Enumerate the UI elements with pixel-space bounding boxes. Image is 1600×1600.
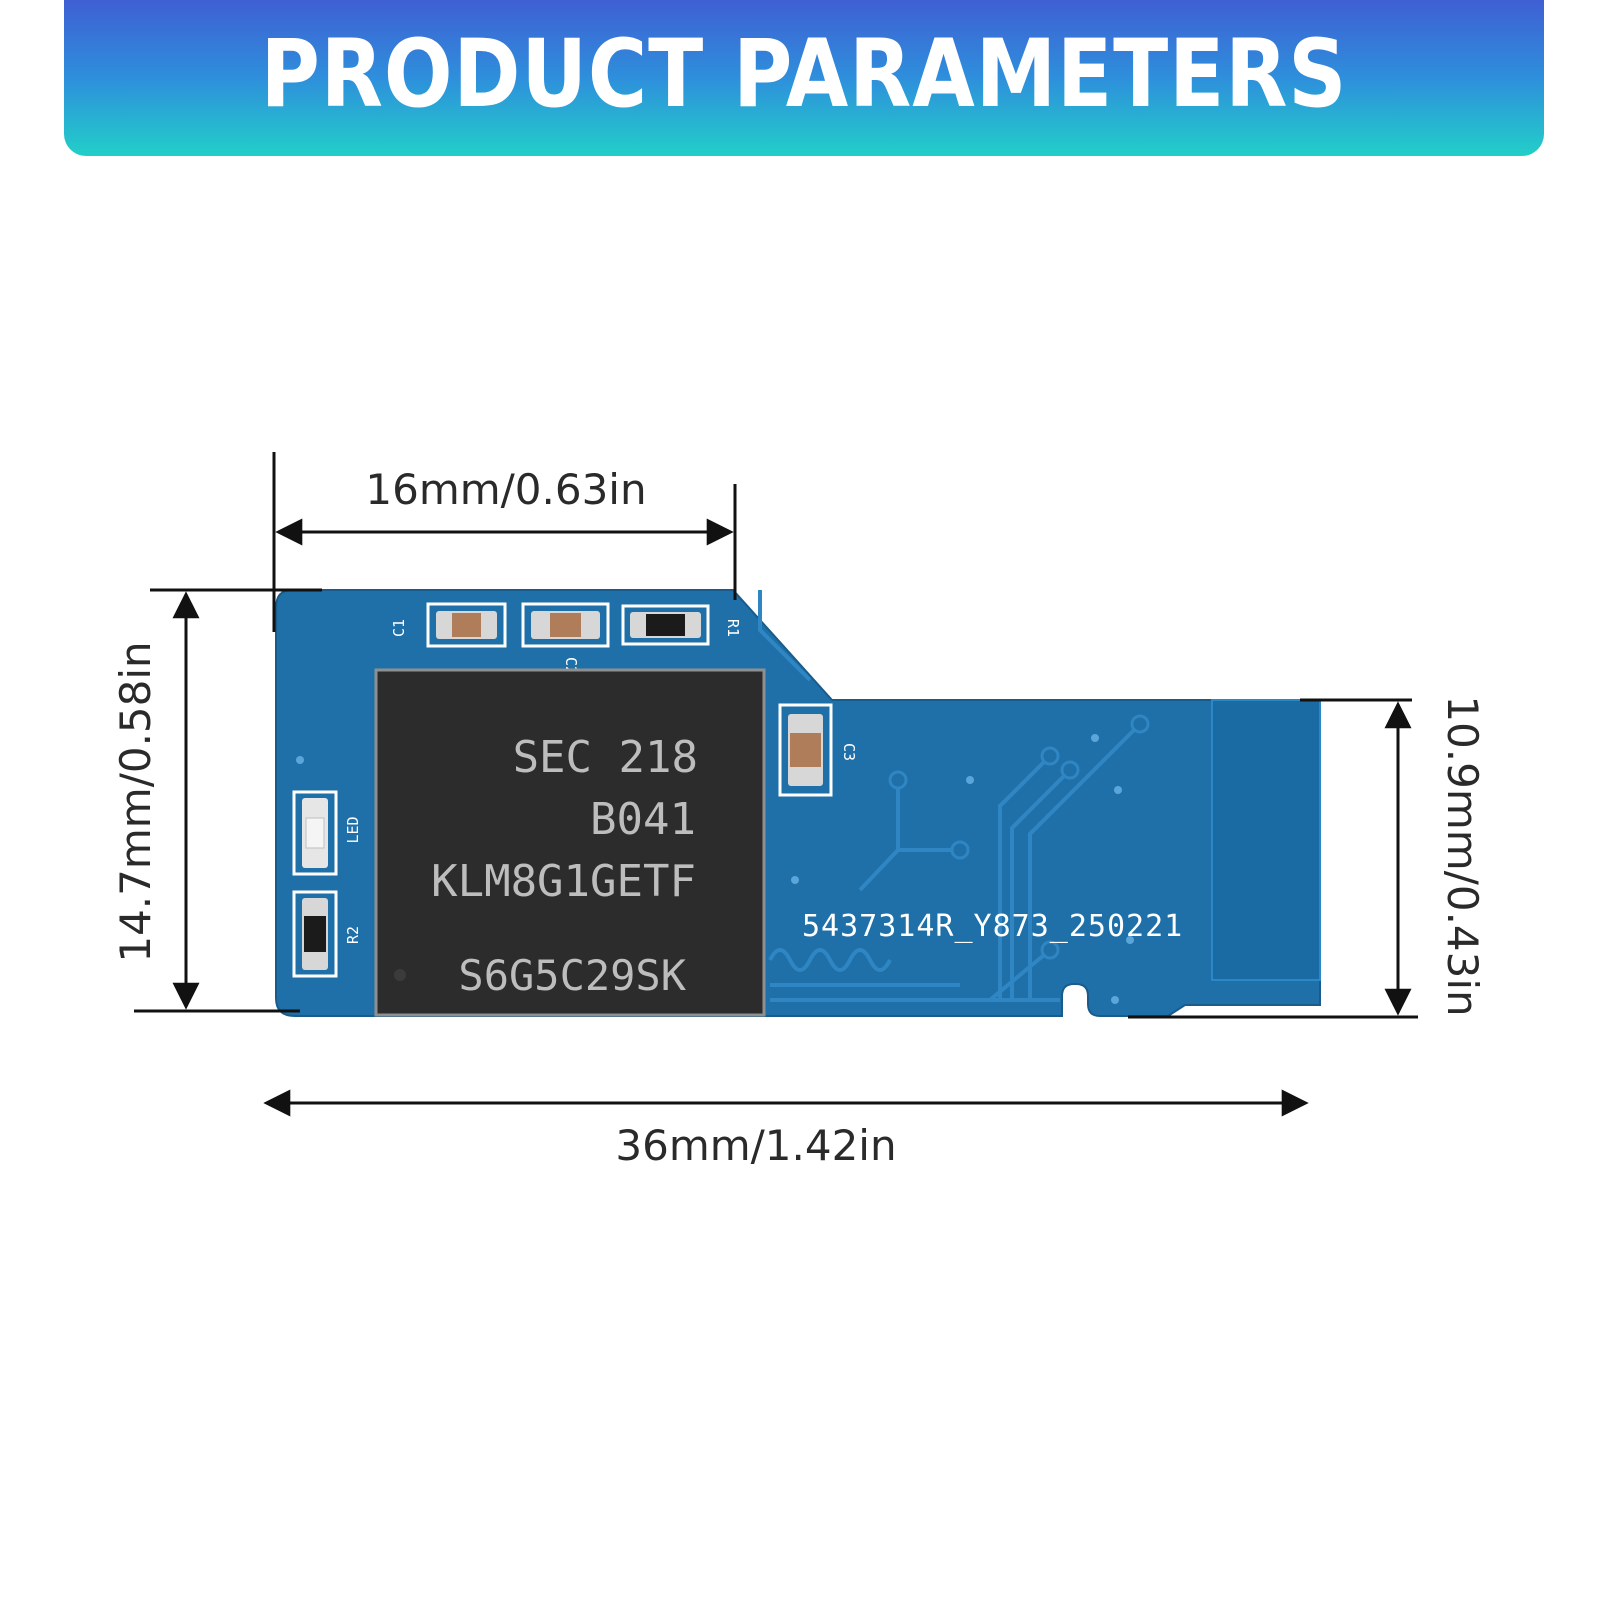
smd-capacitor-c2 — [521, 602, 610, 648]
chip-marking-4: S6G5C29SK — [458, 951, 686, 1000]
silkscreen-code: 5437314R_Y873_250221 — [802, 909, 1183, 944]
label-c1: C1 — [390, 619, 408, 637]
dim-right-height: 10.9mm/0.43in — [1438, 695, 1487, 1016]
dim-top-width: 16mm/0.63in — [365, 465, 646, 514]
label-c3: C3 — [840, 743, 858, 761]
smd-capacitor-c1 — [426, 602, 507, 648]
smd-resistor-r2 — [292, 890, 338, 978]
label-r1: R1 — [724, 619, 742, 637]
label-led: LED — [344, 816, 362, 843]
page-title: PRODUCT PARAMETERS — [260, 20, 1348, 129]
emmc-chip: SEC 218 B041 KLM8G1GETF S6G5C29SK — [374, 668, 766, 1017]
chip-marking-3: KLM8G1GETF — [431, 856, 696, 907]
dimension-lines — [134, 452, 1418, 1117]
label-r2: R2 — [344, 926, 362, 944]
dim-total-width: 36mm/1.42in — [615, 1121, 896, 1170]
smd-capacitor-c3 — [778, 703, 833, 797]
smd-led — [292, 790, 338, 876]
dim-left-height: 14.7mm/0.58in — [111, 641, 160, 962]
smd-resistor-r1 — [621, 604, 710, 646]
header-banner: PRODUCT PARAMETERS — [64, 0, 1544, 156]
chip-marking-2: B041 — [590, 794, 696, 845]
chip-marking-1: SEC 218 — [513, 732, 698, 783]
